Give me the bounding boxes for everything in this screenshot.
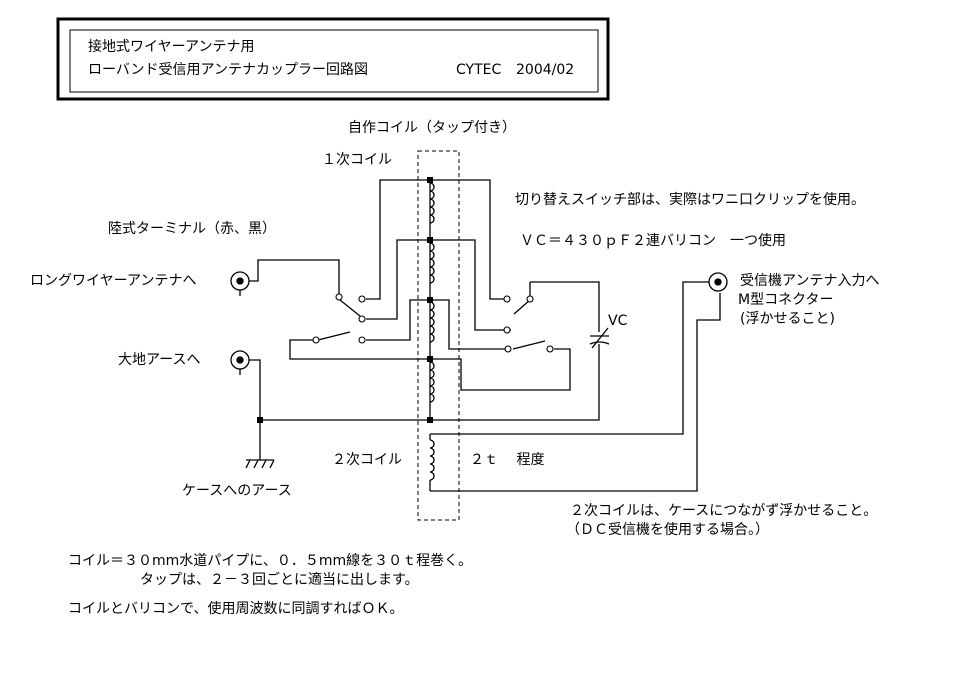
secondary-return-wire <box>430 293 721 492</box>
title-date: 2004/02 <box>516 62 575 78</box>
secondary-to-receiver-wire <box>430 281 709 435</box>
m-connector-label: M型コネクター <box>738 292 834 308</box>
primary-coil-label: １次コイル <box>322 152 392 168</box>
tap4-to-left-switch <box>289 339 430 360</box>
earth-wire <box>249 359 261 460</box>
tap4-to-right-switch <box>430 348 571 391</box>
tuning-note: コイルとバリコンで、使用周波数に同調すればＯＫ。 <box>68 601 404 617</box>
receiver-input-label: 受信機アンテナ入力へ <box>740 273 880 289</box>
tap2-to-left-switch <box>366 239 430 320</box>
float-label: (浮かせること) <box>740 311 835 327</box>
secondary-note: ２次コイルは、ケースにつながず浮かせること。 <box>570 503 878 519</box>
switch-to-vc-wire <box>530 281 600 332</box>
antenna-to-switch-wire <box>249 259 340 299</box>
dc-note: （ＤＣ受信機を使用する場合。） <box>566 522 769 538</box>
earth-label: 大地アースへ <box>118 352 201 368</box>
tap3-to-right-switch <box>430 299 505 350</box>
switch-contacts <box>312 293 554 353</box>
switch-note: 切り替えスイッチ部は、実際はワニ口クリップを使用。 <box>515 192 865 208</box>
coil-spec-note: コイル＝３０mm水道パイプに、０．５mm線を３０ｔ程巻く。 <box>68 553 473 569</box>
tap3-to-left-switch <box>366 299 430 341</box>
tap1-to-right-switch <box>430 179 504 300</box>
primary-coil-loops-3 <box>429 301 435 343</box>
junction-dots <box>257 177 433 423</box>
title-line2: ローバンド受信用アンテナカップラー回路図 <box>88 62 368 78</box>
vc-to-ground-wire <box>260 344 600 421</box>
title-line1: 接地式ワイヤーアンテナ用 <box>88 39 255 55</box>
vc-spec-label: ＶＣ＝４３０ｐＦ２連バリコン 一つ使用 <box>520 233 786 249</box>
primary-coil-loops-1 <box>429 182 435 224</box>
maker-name: CYTEC <box>456 62 502 78</box>
vc-label: VC <box>608 313 628 329</box>
case-earth-label: ケースへのアース <box>182 483 292 499</box>
turns-label: ２ｔ 程度 <box>470 452 545 468</box>
primary-coil-loops-4 <box>429 361 435 403</box>
tap2-to-right-switch <box>430 239 511 331</box>
title-box-outer <box>56 17 610 101</box>
coil-form-dashed-box <box>417 150 460 521</box>
tap-spec-note: タップは、２－３回ごとに適当に出します。 <box>140 572 419 588</box>
secondary-coil-loops <box>429 439 435 481</box>
primary-coil-loops-2 <box>429 242 435 284</box>
secondary-coil-label: ２次コイル <box>332 452 402 468</box>
tap1-to-left-switch <box>366 179 430 300</box>
long-wire-label: ロングワイヤーアンテナへ <box>30 273 197 289</box>
title-box-inner <box>69 29 599 93</box>
terminal-label: 陸式ターミナル（赤、黒） <box>108 221 276 237</box>
coil-title-label: 自作コイル（タップ付き） <box>348 120 516 136</box>
